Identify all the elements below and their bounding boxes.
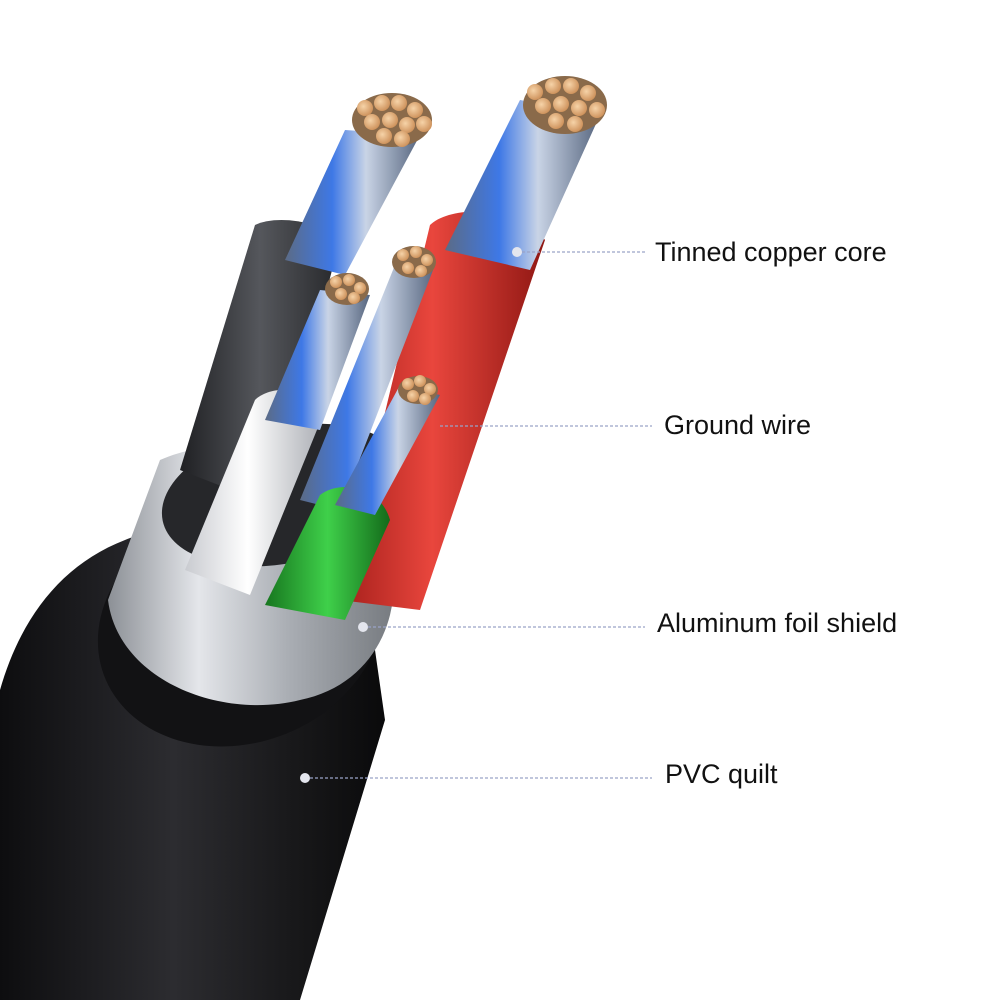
ground-strands xyxy=(300,265,435,510)
white-wire xyxy=(185,290,370,595)
green-wire xyxy=(265,385,440,620)
copper-end-ground xyxy=(392,246,436,278)
copper-ends xyxy=(325,76,607,405)
copper-end-red xyxy=(523,76,607,134)
label-pvc-quilt: PVC quilt xyxy=(665,759,778,789)
black-wire xyxy=(180,130,420,505)
leader-dot-pvc xyxy=(300,773,310,783)
leader-lines xyxy=(305,251,652,779)
leader-dot-core xyxy=(512,247,522,257)
label-tinned-copper-core: Tinned copper core xyxy=(655,237,887,267)
leader-dot-foil xyxy=(358,622,368,632)
red-wire xyxy=(340,100,600,611)
copper-end-black xyxy=(352,93,432,147)
copper-end-green xyxy=(398,375,438,405)
leader-dots xyxy=(300,247,522,783)
copper-end-white xyxy=(325,273,369,305)
label-ground-wire: Ground wire xyxy=(664,410,812,440)
label-aluminum-foil-shield: Aluminum foil shield xyxy=(657,608,898,638)
